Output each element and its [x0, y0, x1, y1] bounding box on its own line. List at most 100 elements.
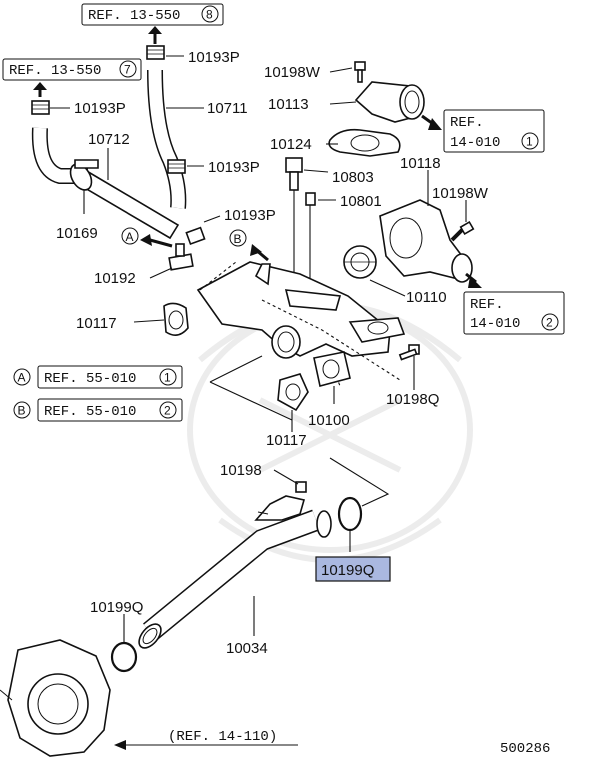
sensor-10803: [285, 157, 303, 275]
hose-10712: [31, 127, 88, 184]
svg-text:10169: 10169: [56, 225, 98, 242]
svg-text:REF. 55-010: REF. 55-010: [44, 404, 136, 420]
label-10100: 10100: [308, 386, 350, 429]
label-10117-lower: 10117: [266, 420, 307, 449]
bolt-10198W-top: [354, 61, 366, 83]
svg-text:10113: 10113: [268, 96, 309, 113]
thermostat-housing-10118: [379, 199, 473, 283]
svg-text:10198Q: 10198Q: [386, 391, 439, 408]
label-10192: 10192: [94, 267, 173, 287]
water-pipe-assembly-10100: [196, 261, 406, 359]
hose-clamp-10193P-1: [146, 45, 165, 60]
label-10198: 10198: [220, 462, 299, 485]
svg-text:10803: 10803: [332, 169, 374, 186]
label-10124: 10124: [270, 136, 338, 153]
pipe-10712: [69, 159, 180, 240]
diagram-id: 500286: [500, 741, 550, 757]
svg-text:10117: 10117: [266, 432, 307, 449]
svg-text:REF. 13-550: REF. 13-550: [9, 63, 101, 79]
svg-text:10118: 10118: [400, 155, 441, 172]
svg-text:REF. 55-010: REF. 55-010: [44, 371, 136, 387]
fitting-10192: [168, 243, 194, 271]
svg-text:10712: 10712: [88, 131, 130, 148]
sensor-10801: [305, 192, 316, 290]
svg-text:REF. 13-550: REF. 13-550: [88, 8, 180, 24]
label-10110: 10110: [406, 289, 447, 306]
svg-text:10198W: 10198W: [432, 185, 489, 202]
label-10113: 10113: [268, 96, 357, 113]
ref-55-010-b[interactable]: B REF. 55-010 2: [13, 398, 183, 422]
o-ring-10199Q-lower: [110, 641, 138, 673]
hose-10711: [147, 69, 187, 209]
label-10169: 10169: [56, 190, 98, 242]
label-10193P-2: 10193P: [50, 100, 126, 117]
svg-text:2: 2: [546, 316, 553, 330]
bolt-10198W-right: [450, 220, 475, 242]
marker-b: B: [229, 229, 269, 262]
svg-text:B: B: [18, 404, 26, 418]
svg-text:10199Q: 10199Q: [90, 599, 143, 616]
svg-text:8: 8: [206, 8, 213, 22]
svg-text:14-010: 14-010: [450, 135, 500, 151]
hose-clamp-10193P-4: [185, 226, 206, 246]
label-10193P-1: 10193P: [166, 49, 240, 66]
ref-13-550-8[interactable]: REF. 13-550 8: [81, 3, 224, 44]
water-outlet-fitting-10113: [354, 81, 425, 123]
svg-text:1: 1: [164, 371, 171, 385]
ref-14-010-1[interactable]: REF. 14-010 1: [443, 109, 545, 153]
hose-clamp-10193P-2: [31, 100, 50, 115]
ref-14-110[interactable]: (REF. 14-110): [114, 729, 298, 750]
svg-text:10192: 10192: [94, 270, 136, 287]
label-10803: 10803: [303, 169, 374, 186]
marker-a: A: [121, 227, 173, 248]
label-10034: 10034: [226, 596, 268, 657]
svg-text:10711: 10711: [207, 100, 248, 117]
ref-55-010-a[interactable]: A REF. 55-010 1: [13, 365, 183, 389]
gasket-10117-mid: [313, 351, 351, 387]
svg-text:REF.: REF.: [450, 115, 484, 131]
svg-text:10801: 10801: [340, 193, 382, 210]
thermostat-10110: [343, 245, 377, 279]
label-10712: 10712: [88, 131, 130, 180]
ref-13-550-7[interactable]: REF. 13-550 7: [2, 58, 142, 97]
gasket-10117-left: [163, 302, 189, 336]
o-ring-10199Q-upper: [337, 496, 363, 532]
hose-clamp-10193P-3: [167, 159, 186, 174]
bolt-10198Q: [398, 344, 420, 361]
svg-text:1: 1: [526, 135, 533, 149]
label-10199Q-highlighted[interactable]: 10199Q: [315, 556, 391, 582]
bolt-10198: [295, 481, 307, 493]
svg-text:10199Q: 10199Q: [321, 562, 374, 579]
svg-text:10198: 10198: [220, 462, 262, 479]
svg-text:10124: 10124: [270, 136, 312, 153]
gasket-10124: [328, 128, 401, 157]
gasket-10117-lower: [277, 373, 309, 412]
svg-text:REF.: REF.: [470, 297, 504, 313]
label-10193P-3: 10193P: [187, 159, 260, 176]
label-10117-left: 10117: [76, 315, 165, 332]
svg-text:10193P: 10193P: [208, 159, 260, 176]
svg-text:10193P: 10193P: [74, 100, 126, 117]
water-pump-body: [0, 639, 111, 757]
svg-text:A: A: [18, 371, 26, 385]
svg-text:A: A: [126, 230, 134, 244]
svg-text:7: 7: [124, 63, 131, 77]
label-10801: 10801: [318, 193, 382, 210]
svg-text:10034: 10034: [226, 640, 268, 657]
svg-text:14-010: 14-010: [470, 316, 520, 332]
label-10198Q: 10198Q: [386, 356, 439, 408]
svg-text:10117: 10117: [76, 315, 117, 332]
svg-text:10110: 10110: [406, 289, 447, 306]
svg-text:B: B: [234, 232, 242, 246]
svg-text:(REF. 14-110): (REF. 14-110): [168, 729, 277, 745]
svg-text:2: 2: [164, 404, 171, 418]
ref-14-010-2[interactable]: REF. 14-010 2: [463, 291, 565, 335]
svg-text:10198W: 10198W: [264, 64, 321, 81]
label-10198W-right: 10198W: [432, 185, 489, 222]
svg-text:10100: 10100: [308, 412, 350, 429]
svg-text:10193P: 10193P: [188, 49, 240, 66]
label-10118: 10118: [400, 155, 441, 206]
label-10198W-top: 10198W: [264, 64, 353, 81]
water-pipe-10034: [138, 495, 332, 649]
